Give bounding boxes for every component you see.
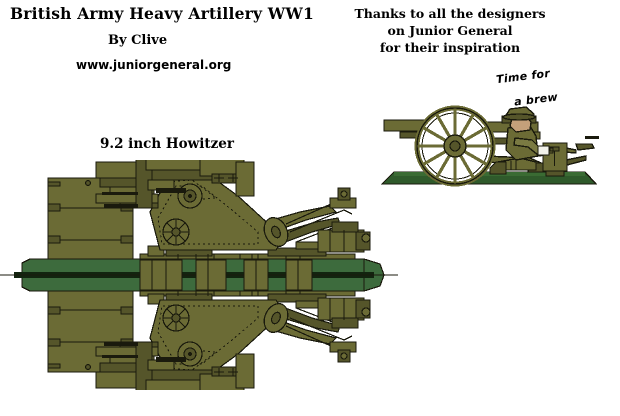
- website-url: www.juniorgeneral.org: [76, 58, 232, 72]
- howitzer-caption: 9.2 inch Howitzer: [100, 136, 234, 152]
- field-gun-svg: [380, 105, 599, 187]
- gunner-figure: [489, 106, 554, 175]
- credits-block: Thanks to all the designers on Junior Ge…: [340, 5, 560, 56]
- speech-text-line-1: Time for: [495, 66, 551, 87]
- page-title: British Army Heavy Artillery WW1: [10, 4, 314, 23]
- howitzer-svg: [0, 160, 398, 390]
- credits-line-1: Thanks to all the designers: [354, 6, 546, 21]
- centre-saddle: [139, 259, 313, 291]
- credits-line-3: for their inspiration: [379, 40, 521, 55]
- gun-wheel: [414, 105, 496, 187]
- credits-line-2: on Junior General: [387, 23, 513, 38]
- howitzer-illustration: [0, 160, 400, 390]
- field-gun-illustration: [380, 100, 615, 195]
- author-byline: By Clive: [108, 33, 168, 48]
- howitzer-upper-half: [47, 160, 371, 273]
- howitzer-lower-half: [47, 277, 371, 390]
- trail-handle: [575, 136, 599, 151]
